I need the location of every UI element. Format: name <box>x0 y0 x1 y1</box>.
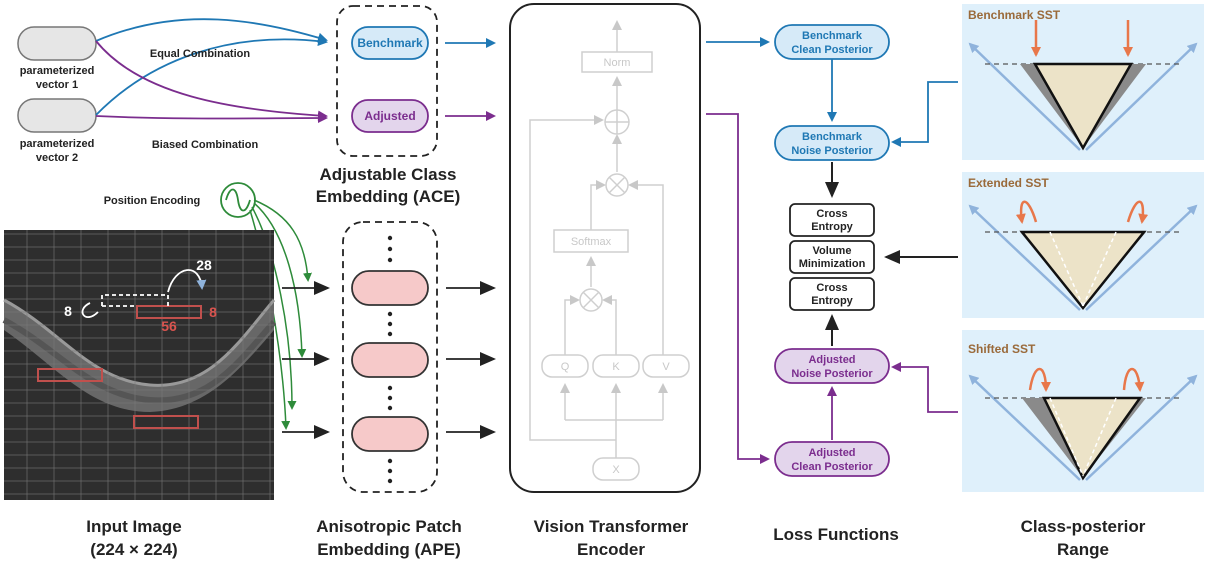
stride-annotation <box>81 269 207 318</box>
image-to-ape-arrows <box>282 281 330 439</box>
ape-dashed-box <box>342 221 438 493</box>
ape-token-1 <box>351 270 429 306</box>
benchmark-noise-posterior: Benchmark Noise Posterior <box>774 125 890 161</box>
vector-2-label-line1: parameterized <box>20 138 95 150</box>
patch-highlight-3 <box>133 415 199 429</box>
vit-v-label: V <box>662 361 670 373</box>
ce1-line1: Cross <box>816 208 847 220</box>
adjusted-clean-posterior: Adjusted Clean Posterior <box>774 441 890 477</box>
vector-1-label-line1: parameterized <box>20 65 95 77</box>
shifted-sst-panel: Shifted SST <box>962 330 1204 492</box>
vit-q-label: Q <box>561 361 570 373</box>
ape-ellipsis-dots <box>387 235 393 484</box>
parameterized-vector-2: parameterized vector 2 <box>17 98 97 164</box>
ace-benchmark-token: Benchmark <box>351 26 429 60</box>
cross-entropy-box-1: Cross Entropy <box>789 203 875 237</box>
ape-to-vit-arrows <box>446 281 496 439</box>
patch-height-label: 8 <box>209 304 217 320</box>
adjusted-noise-posterior: Adjusted Noise Posterior <box>774 348 890 384</box>
ce2-line2: Entropy <box>811 295 853 307</box>
equal-combination-label: Equal Combination <box>150 48 251 60</box>
loss-caption: Loss Functions <box>773 525 899 544</box>
ape-caption-line2: Embedding (APE) <box>317 540 461 559</box>
benchmark-range-arrow <box>891 81 958 147</box>
patch-highlight-1 <box>136 305 202 319</box>
benchmark-sst-label: Benchmark SST <box>968 8 1061 22</box>
parameterized-vector-1: parameterized vector 1 <box>17 26 97 91</box>
vit-softmax-label: Softmax <box>571 236 612 248</box>
position-encoding-icon <box>220 182 256 218</box>
vit-caption-line2: Encoder <box>577 540 645 559</box>
ce2-line1: Cross <box>816 282 847 294</box>
ace-caption-line2: Embedding (ACE) <box>316 187 461 206</box>
vm-line2: Minimization <box>799 258 866 270</box>
benchmark-noise-line1: Benchmark <box>802 131 863 143</box>
shifted-range-arrow <box>891 362 958 413</box>
combination-arrows <box>95 18 328 124</box>
vit-k-label: K <box>612 361 620 373</box>
vector-2-label-line2: vector 2 <box>36 152 78 164</box>
ace-dashed-box <box>336 5 438 157</box>
ape-token-3 <box>351 416 429 452</box>
volume-minimization-box: Volume Minimization <box>789 240 875 274</box>
ace-adjusted-label: Adjusted <box>364 109 415 123</box>
patch-width-label: 56 <box>161 318 177 334</box>
shift-horizontal-label: 8 <box>64 303 72 319</box>
vit-norm-label: Norm <box>604 57 631 69</box>
biased-combination-label: Biased Combination <box>152 139 259 151</box>
vit-adjusted-output-arrow <box>706 113 770 464</box>
vit-caption-line1: Vision Transformer <box>534 517 689 536</box>
benchmark-noise-line2: Noise Posterior <box>791 145 873 157</box>
input-image-caption-line1: Input Image <box>86 517 181 536</box>
ce1-line2: Entropy <box>811 221 853 233</box>
vit-x-label: X <box>612 464 620 476</box>
vm-line1: Volume <box>813 245 852 257</box>
ace-adjusted-token: Adjusted <box>351 99 429 133</box>
shifted-sst-label: Shifted SST <box>968 342 1036 356</box>
shift-vertical-label: 28 <box>196 257 212 273</box>
adjusted-noise-line1: Adjusted <box>808 354 855 366</box>
adjusted-clean-line1: Adjusted <box>808 447 855 459</box>
ape-caption-line1: Anisotropic Patch <box>316 517 461 536</box>
position-encoding-label: Position Encoding <box>104 195 201 207</box>
cross-entropy-box-2: Cross Entropy <box>789 277 875 311</box>
benchmark-sst-panel: Benchmark SST <box>962 4 1204 160</box>
vit-internal-diagram <box>529 20 690 481</box>
vector-1-label-line2: vector 1 <box>36 79 78 91</box>
benchmark-clean-line1: Benchmark <box>802 30 863 42</box>
extended-sst-label: Extended SST <box>968 176 1049 190</box>
benchmark-clean-posterior: Benchmark Clean Posterior <box>774 24 890 60</box>
input-image <box>2 230 277 500</box>
adjusted-clean-line2: Clean Posterior <box>791 461 873 473</box>
benchmark-clean-line2: Clean Posterior <box>791 44 873 56</box>
input-image-caption-line2: (224 × 224) <box>90 540 177 559</box>
ace-benchmark-label: Benchmark <box>357 36 423 50</box>
range-caption-line1: Class-posterior <box>1021 517 1146 536</box>
range-caption-line2: Range <box>1057 540 1109 559</box>
ace-caption-line1: Adjustable Class <box>320 165 457 184</box>
adjusted-noise-line2: Noise Posterior <box>791 368 873 380</box>
extended-sst-panel: Extended SST <box>962 172 1204 318</box>
patch-highlight-2 <box>37 368 103 382</box>
ape-token-2 <box>351 342 429 378</box>
